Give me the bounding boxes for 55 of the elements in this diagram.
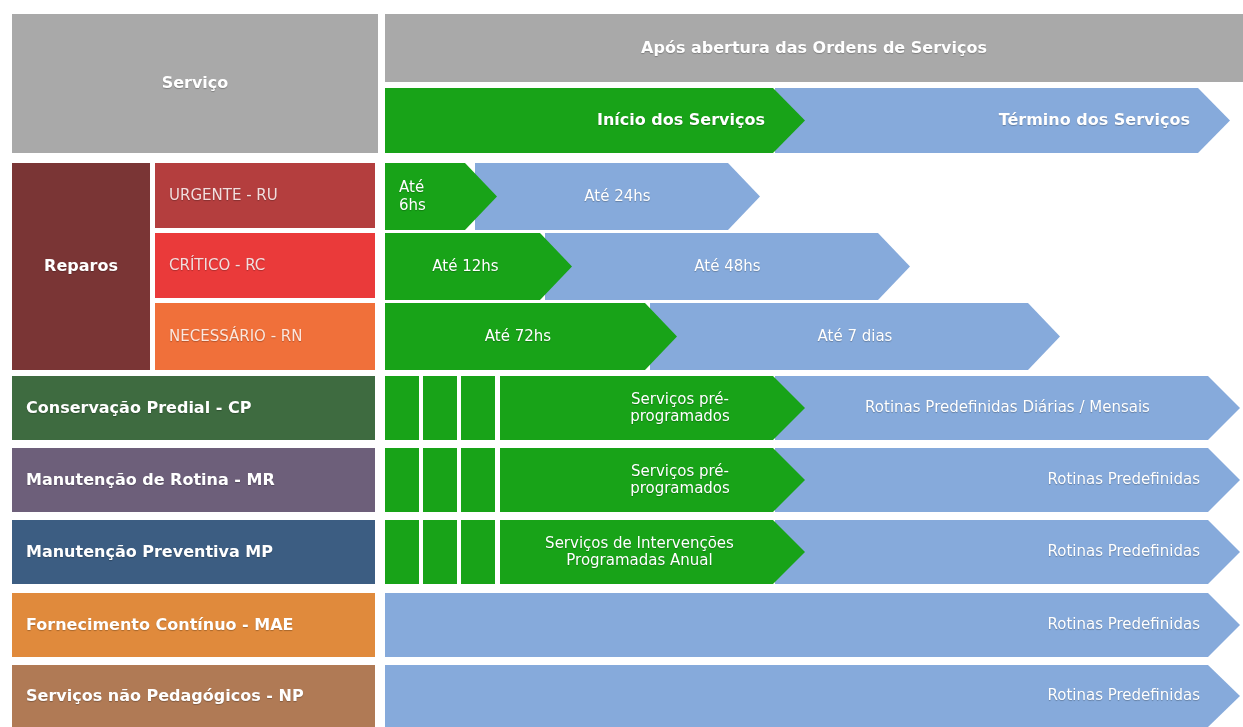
cell-text: Até 12hs — [432, 257, 499, 276]
category-cell — [12, 520, 375, 584]
time-band — [500, 376, 805, 440]
cell-text: Até 48hs — [694, 257, 761, 276]
cell-text: Rotinas Predefinidas — [1047, 687, 1200, 705]
time-band — [385, 303, 677, 370]
time-band — [385, 593, 1240, 657]
header-cell — [12, 14, 378, 153]
bar-segment — [461, 376, 495, 440]
time-band — [385, 233, 572, 300]
category-cell — [12, 376, 375, 440]
cell-text: Manutenção de Rotina - MR — [26, 470, 275, 490]
cell-text: Fornecimento Contínuo - MAE — [26, 615, 294, 635]
bar-segment — [385, 520, 419, 584]
category-cell — [12, 593, 375, 657]
header-cell — [385, 14, 1243, 82]
cell-text: Reparos — [44, 257, 118, 276]
cell-text: Serviço — [161, 74, 229, 93]
time-band — [500, 520, 805, 584]
category-cell — [12, 448, 375, 512]
cell-text: CRÍTICO - RC — [169, 256, 266, 275]
cell-text: Após abertura das Ordens de Serviços — [641, 38, 987, 58]
cell-text: Serviços pré-programados — [629, 462, 731, 498]
cell-text: Conservação Predial - CP — [26, 398, 252, 418]
bar-segment — [423, 520, 457, 584]
cell-text: Serviços de Intervenções Programadas Anual — [544, 534, 735, 570]
bar-segment — [461, 448, 495, 512]
bar-segment — [385, 376, 419, 440]
time-band — [385, 88, 805, 153]
category-cell — [12, 163, 150, 370]
category-cell — [12, 665, 375, 727]
category-cell — [155, 233, 375, 298]
cell-text: Até 7 dias — [817, 327, 893, 346]
category-cell — [155, 303, 375, 370]
cell-text: Rotinas Predefinidas Diárias / Mensais — [865, 399, 1150, 417]
cell-text: Rotinas Predefinidas — [1047, 543, 1200, 561]
cell-text: Rotinas Predefinidas — [1047, 471, 1200, 489]
time-band — [500, 448, 805, 512]
cell-text: Até 24hs — [584, 187, 651, 206]
bar-segment — [385, 448, 419, 512]
cell-text: Até 6hs — [399, 179, 427, 214]
cell-text: Até 72hs — [484, 327, 552, 346]
cell-text: URGENTE - RU — [169, 186, 278, 205]
bar-segment — [461, 520, 495, 584]
cell-text: Início dos Serviços — [596, 111, 765, 130]
cell-text: Serviços pré-programados — [629, 390, 731, 426]
cell-text: Rotinas Predefinidas — [1047, 616, 1200, 634]
cell-text: Manutenção Preventiva MP — [26, 542, 273, 562]
cell-text: Serviços não Pedagógicos - NP — [26, 686, 304, 706]
category-cell — [155, 163, 375, 228]
cell-text: Término dos Serviços — [998, 111, 1190, 130]
bar-segment — [423, 448, 457, 512]
cell-text: NECESSÁRIO - RN — [169, 327, 303, 346]
bar-segment — [423, 376, 457, 440]
time-band — [385, 665, 1240, 727]
